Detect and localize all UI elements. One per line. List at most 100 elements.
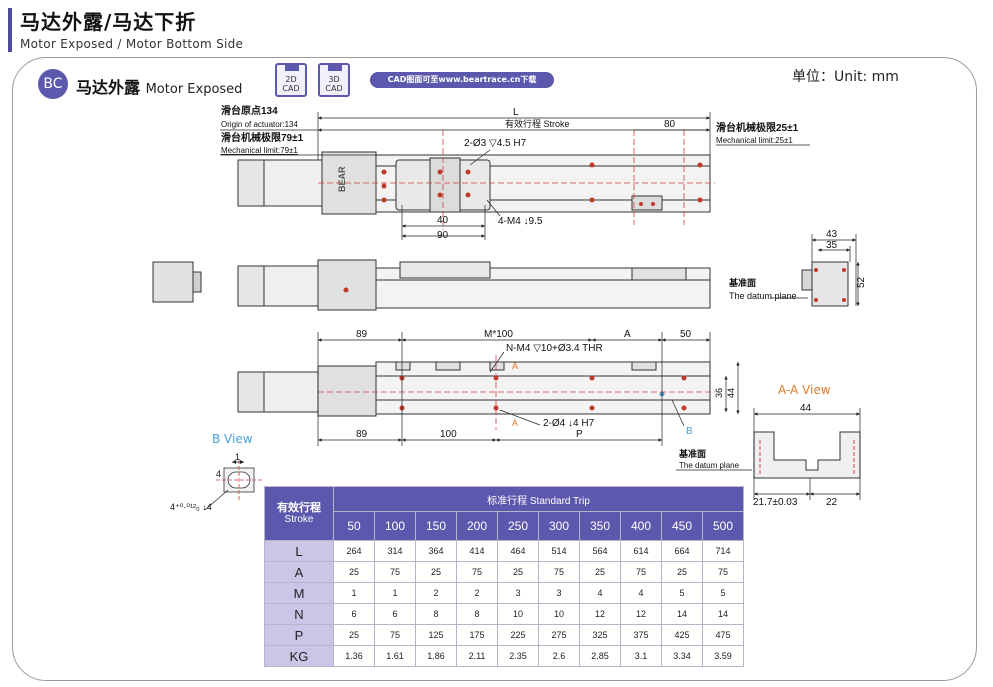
aa-dim-22: 22 [826,497,838,508]
cad-2d-line2: CAD [282,84,300,93]
table-cell: 8 [456,603,498,625]
table-cell: 664 [661,540,703,562]
stroke-label: 有效行程 Stroke [505,118,570,129]
trip-header-500: 500 [702,511,744,541]
floppy-tab [285,63,299,71]
stroke-header-en: Stroke [284,513,314,525]
table-cell: 4 [620,582,662,604]
table-cell: 75 [538,561,580,583]
table-cell: 14 [661,603,703,625]
row-label-p: P [264,624,334,646]
table-cell: 25 [415,561,457,583]
table-cell: 225 [497,624,539,646]
end-view [811,261,849,307]
aa-dim-44: 44 [800,403,812,414]
table-cell: 1 [333,582,375,604]
end-stop [631,195,663,211]
table-cell: 75 [456,561,498,583]
pin-hole-label: 2-Ø3 ▽4.5 H7 [464,138,527,149]
table-cell: 2 [456,582,498,604]
mech-limit-left-cn: 滑台机械极限79±1 [221,131,304,144]
table-cell: 75 [374,561,416,583]
marker-b: B [686,426,693,437]
table-cell: 12 [579,603,621,625]
cad-download-link[interactable]: CAD图面可至www.beartrace.cn下载 [370,72,554,88]
table-cell: 264 [333,540,375,562]
table-cell: 125 [415,624,457,646]
table-cell: 2.85 [579,645,621,667]
dim-35: 35 [826,240,838,251]
cad-3d-line1: 3D [328,75,340,84]
page-subtitle: Motor Exposed / Motor Bottom Side [20,37,244,51]
table-cell: 10 [497,603,539,625]
table-cell: 375 [620,624,662,646]
table-cell: 1.61 [374,645,416,667]
content-frame [12,57,977,681]
table-cell: 2.11 [456,645,498,667]
title-accent-bar [8,8,12,52]
standard-trip-header: 标准行程 Standard Trip [333,486,744,512]
table-cell: 3.59 [702,645,744,667]
trip-header-100: 100 [374,511,416,541]
table-cell: 1 [374,582,416,604]
top-view-centerlines [318,130,715,230]
dim-a-top: A [624,329,631,340]
table-cell: 75 [620,561,662,583]
table-cell: 5 [702,582,744,604]
side-view [152,259,849,311]
table-cell: 714 [702,540,744,562]
cad-3d-icon[interactable]: 3D CAD [318,63,350,97]
table-cell: 25 [333,561,375,583]
table-cell: 3 [538,582,580,604]
trip-header-400: 400 [620,511,662,541]
cad-2d-icon[interactable]: 2D CAD [275,63,307,97]
table-cell: 25 [661,561,703,583]
origin-en: Origin of actuator:134 [221,120,298,129]
aa-view-section [753,431,861,479]
table-cell: 25 [333,624,375,646]
tap-m4-label: 4-M4 ↓9.5 [498,216,543,227]
dim-90: 90 [437,230,449,241]
table-cell: 2 [415,582,457,604]
table-cell: 3.34 [661,645,703,667]
trip-header-350: 350 [579,511,621,541]
dim-89-top: 89 [356,329,368,340]
dim-89-bottom: 89 [356,429,368,440]
table-cell: 414 [456,540,498,562]
aa-dim-21-7: 21.7±0.03 [753,497,798,508]
trip-header-450: 450 [661,511,703,541]
row-label-kg: KG [264,645,334,667]
table-cell: 8 [415,603,457,625]
trip-header-300: 300 [538,511,580,541]
dim-L: L [513,107,519,118]
table-cell: 3.1 [620,645,662,667]
stroke-header-cn: 有效行程 [277,501,321,514]
table-cell: 514 [538,540,580,562]
table-cell: 3 [497,582,539,604]
aa-view-label: A-A View [778,383,831,397]
table-cell: 12 [620,603,662,625]
trip-header-250: 250 [497,511,539,541]
motor-body [237,159,265,207]
table-cell: 614 [620,540,662,562]
dim-44-side: 44 [726,388,736,398]
side-carriage [399,261,491,279]
aa-datum-cn: 基准面 [678,448,706,459]
row-label-n: N [264,603,334,625]
b-view-label: B View [212,432,253,446]
top-view-holes [381,162,703,206]
table-cell: 25 [579,561,621,583]
brand-mark: BEAR [337,166,347,192]
section-a-top: A [512,361,518,371]
dim-50: 50 [680,329,692,340]
bottom-rail [375,361,711,415]
